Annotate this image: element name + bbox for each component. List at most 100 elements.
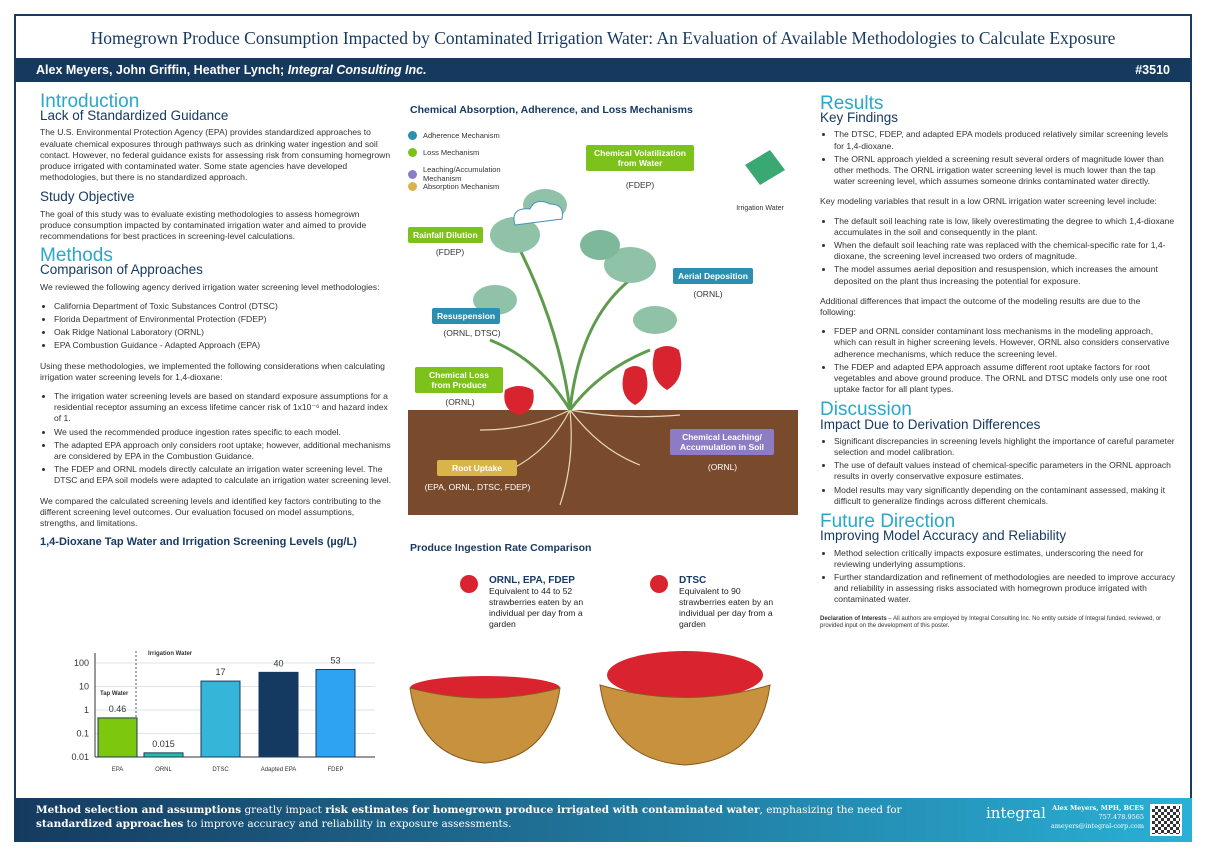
intro-subheading: Lack of Standardized Guidance	[40, 108, 229, 124]
methods-subheading: Comparison of Approaches	[40, 262, 203, 278]
y-tick-label: 0.1	[76, 729, 89, 739]
future-list: Method selection critically impacts expo…	[834, 548, 1176, 606]
integral-logo: integral	[986, 804, 1046, 822]
group-label-irrigation: Irrigation Water	[148, 651, 193, 657]
contact-phone: 757.478.9565	[1098, 813, 1145, 821]
tag-root: Root Uptake	[437, 460, 517, 476]
left-column: Introduction Lack of Standardized Guidan…	[40, 92, 392, 553]
list-item: The model assumes aerial deposition and …	[834, 264, 1176, 286]
ingestion-b: DTSC Equivalent to 90 strawberries eaten…	[650, 575, 775, 630]
poster-title: Homegrown Produce Consumption Impacted b…	[90, 28, 1116, 48]
x-tick-label: EPA	[112, 767, 124, 773]
list-item: EPA Combustion Guidance - Adapted Approa…	[54, 340, 392, 351]
footer-text: Method selection and assumptions	[36, 804, 242, 816]
tag-aerial: Aerial Deposition	[673, 268, 753, 284]
tag-source: (EPA, ORNL, DTSC, FDEP)	[424, 482, 531, 492]
methods-heading: Methods	[40, 245, 113, 267]
y-tick-label: 0.01	[71, 752, 89, 762]
ingestion-a-title: ORNL, EPA, FDEP	[489, 575, 575, 586]
tag-source: (FDEP)	[625, 180, 655, 190]
methods-text-3: We compared the calculated screening lev…	[40, 495, 381, 529]
right-column: Results Key Findings The DTSC, FDEP, and…	[820, 94, 1176, 631]
list-item: The DTSC, FDEP, and adapted EPA models p…	[834, 129, 1176, 151]
y-tick-label: 100	[74, 658, 89, 668]
ingestion-a-text: Equivalent to 44 to 52 strawberries eate…	[489, 586, 584, 629]
group-label-tap: Tap Water	[100, 691, 129, 697]
footer-text: risk estimates for homegrown produce irr…	[325, 804, 760, 816]
rain-cloud-icon	[513, 200, 563, 226]
qr-code-icon[interactable]	[1150, 804, 1182, 836]
legend-item: Absorption Mechanism	[408, 182, 499, 191]
x-tick-label: Adapted EPA	[261, 767, 297, 773]
tag-leaching: Chemical Leaching/ Accumulation in Soil	[670, 429, 774, 455]
data-label: 0.015	[152, 739, 175, 749]
list-item: The default soil leaching rate is low, l…	[834, 216, 1176, 238]
declaration: Declaration of Interests – All authors a…	[820, 616, 1176, 631]
list-item: FDEP and ORNL consider contaminant loss …	[834, 326, 1176, 360]
list-item: The FDEP and ORNL models directly calcul…	[54, 464, 392, 486]
x-tick-label: ORNL	[155, 767, 172, 773]
basket-small-icon	[409, 676, 561, 764]
discussion-heading: Discussion	[820, 399, 912, 421]
list-item: Oak Ridge National Laboratory (ORNL)	[54, 327, 392, 338]
tag-source: (FDEP)	[435, 247, 465, 257]
ingestion-b-text: Equivalent to 90 strawberries eaten by a…	[679, 586, 774, 629]
watering-can-icon	[745, 150, 785, 185]
list-item: Florida Department of Environmental Prot…	[54, 314, 392, 325]
differences-list: FDEP and ORNL consider contaminant loss …	[834, 326, 1176, 395]
tag-resuspension: Resuspension	[432, 308, 501, 324]
results-subheading: Key Findings	[820, 110, 899, 126]
roots-icon	[479, 409, 681, 506]
considerations-list: The irrigation water screening levels ar…	[54, 391, 392, 487]
plant-diagram	[408, 150, 798, 515]
y-tick-label: 1	[84, 705, 89, 715]
affiliation: Integral Consulting Inc.	[287, 63, 427, 77]
legend-item: Loss Mechanism	[408, 148, 479, 157]
list-item: When the default soil leaching rate was …	[834, 240, 1176, 262]
ingestion-title: Produce Ingestion Rate Comparison	[410, 542, 592, 554]
list-item: The ORNL approach yielded a screening re…	[834, 154, 1176, 188]
variables-list: The default soil leaching rate is low, l…	[834, 216, 1176, 287]
intro-text: The U.S. Environmental Protection Agency…	[40, 127, 391, 183]
contact-email[interactable]: ameyers@integral-corp.com	[1050, 822, 1144, 830]
data-label: 40	[273, 658, 283, 668]
tag-source: (ORNL)	[693, 289, 723, 299]
footer-text: greatly impact	[241, 804, 326, 816]
bar-dtsc	[200, 680, 241, 758]
footer-text: to improve accuracy and reliability in e…	[183, 818, 512, 830]
basket-large-icon	[599, 651, 771, 766]
findings-list: The DTSC, FDEP, and adapted EPA models p…	[834, 129, 1176, 187]
footer-banner: Method selection and assumptions greatly…	[14, 798, 1192, 842]
list-item: We used the recommended produce ingestio…	[54, 427, 392, 438]
legend-dot-icon	[408, 169, 417, 179]
declaration-label: Declaration of Interests	[820, 615, 887, 622]
list-item: The use of default values instead of che…	[834, 460, 1176, 482]
footer-text: standardized approaches	[36, 818, 184, 830]
list-item: The irrigation water screening levels ar…	[54, 391, 392, 425]
legend-item: Adherence Mechanism	[408, 131, 500, 140]
legend-label: Leaching/Accumulation Mechanism	[423, 165, 501, 183]
author-bar: Alex Meyers, John Griffin, Heather Lynch…	[16, 58, 1190, 82]
tag-source: (ORNL)	[445, 397, 475, 407]
strawberry-plant-icon	[473, 189, 682, 415]
data-label: 17	[215, 667, 225, 677]
declaration-text: – All authors are employed by Integral C…	[820, 615, 1162, 630]
legend-label: Loss Mechanism	[423, 148, 480, 157]
tag-source: (ORNL, DTSC)	[443, 328, 501, 338]
footer-text: , emphasizing the need for	[759, 804, 902, 816]
list-item: The adapted EPA approach only considers …	[54, 440, 392, 462]
results-text-2: Additional differences that impact the o…	[820, 295, 1141, 318]
basket-illustration	[409, 651, 771, 766]
discussion-subheading: Impact Due to Derivation Differences	[820, 416, 1041, 432]
results-heading: Results	[820, 93, 884, 114]
tag-source: (ORNL)	[707, 462, 738, 472]
list-item: The FDEP and adapted EPA approach assume…	[834, 362, 1176, 396]
future-subheading: Improving Model Accuracy and Reliability	[820, 528, 1067, 544]
list-item: Further standardization and refinement o…	[834, 572, 1176, 606]
legend-label: Absorption Mechanism	[423, 182, 500, 191]
legend-label: Adherence Mechanism	[423, 131, 500, 140]
chart-title: 1,4-Dioxane Tap Water and Irrigation Scr…	[40, 536, 357, 549]
poster-number: #3510	[1135, 63, 1170, 77]
contact-name: Alex Meyers, MPH, BCES	[1052, 804, 1144, 812]
